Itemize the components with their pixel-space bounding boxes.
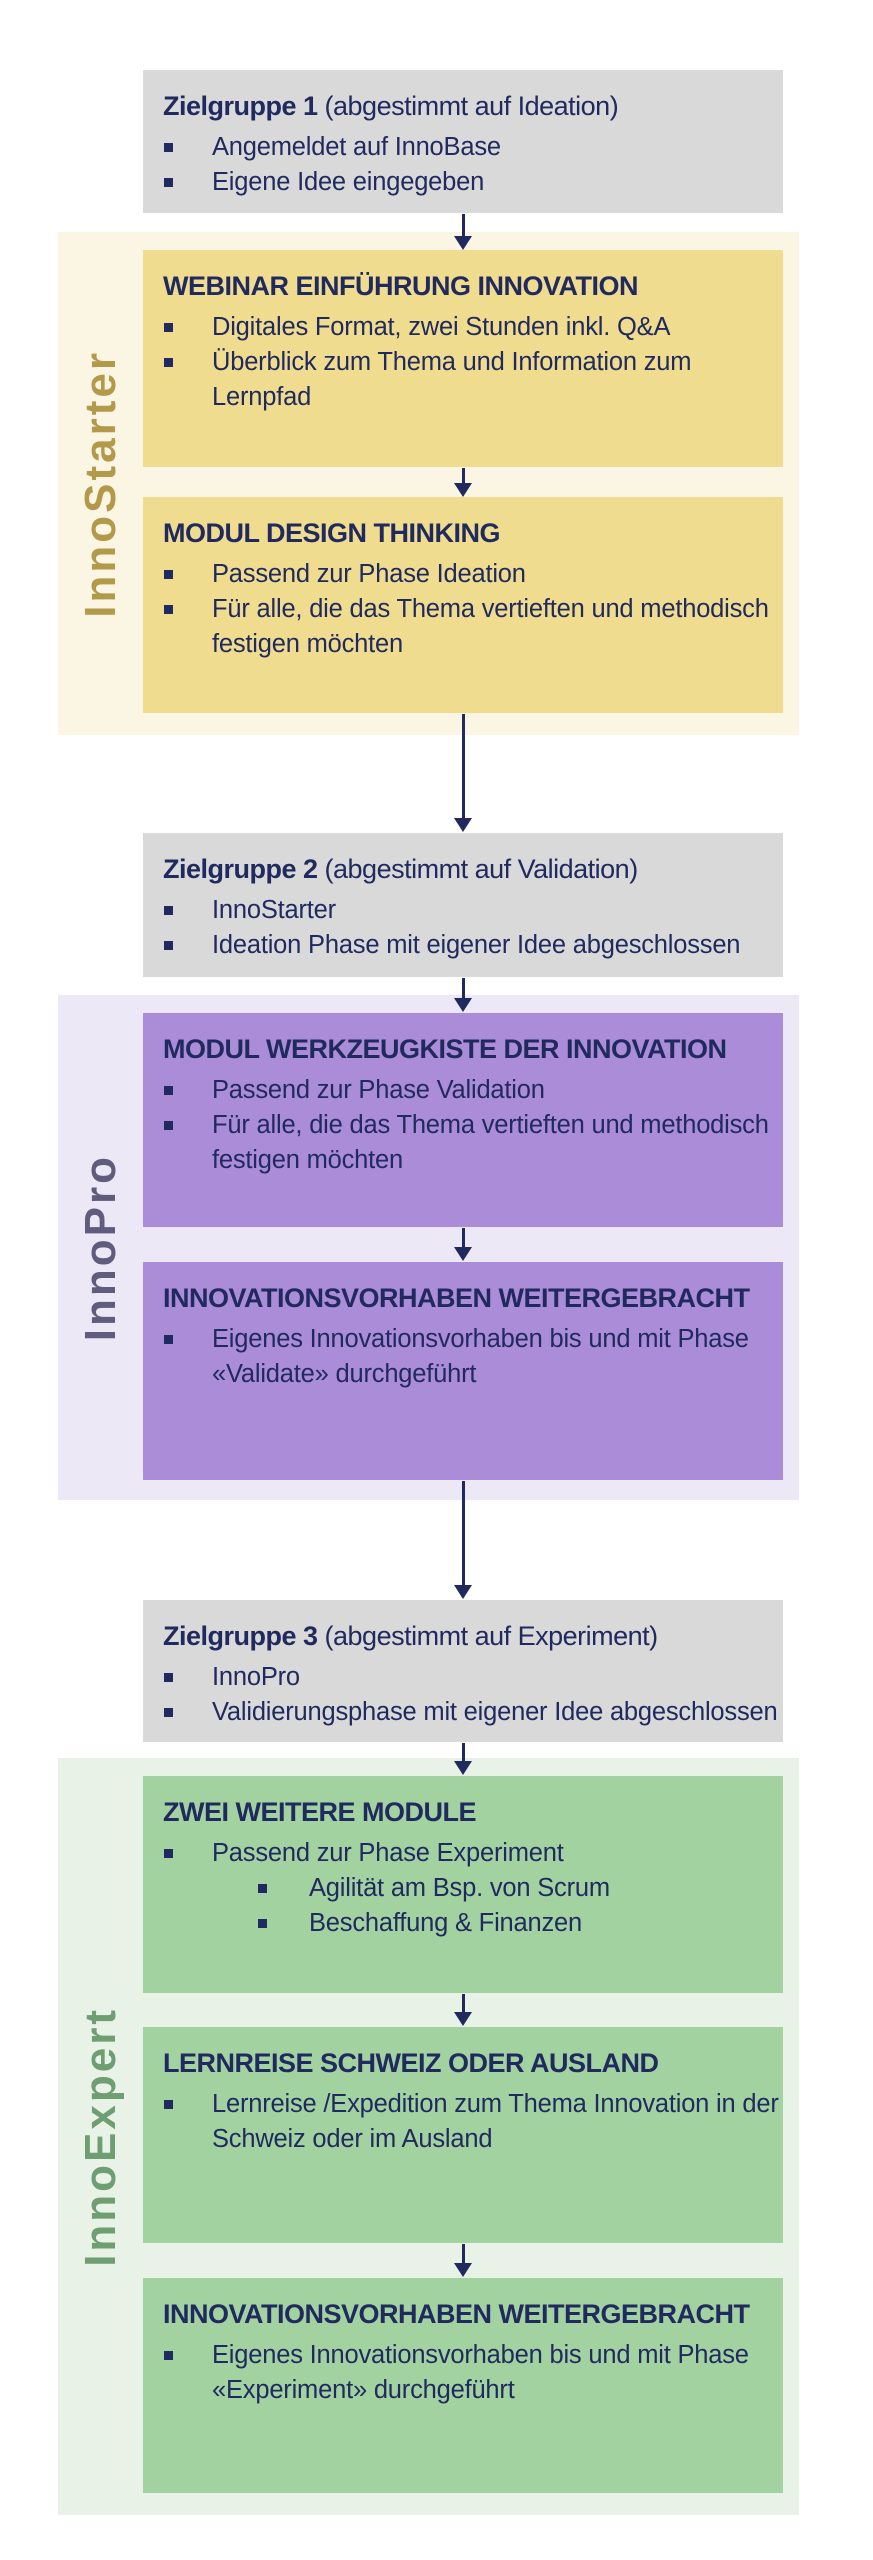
lernreise-box: LERNREISE SCHWEIZ ODER AUSLAND Lernreise… xyxy=(143,2027,783,2243)
flow-arrow xyxy=(450,1743,476,1775)
list-item: Für alle, die das Thema vertieften und m… xyxy=(163,1108,769,1178)
list-item: Passend zur Phase Experiment xyxy=(163,1836,769,1871)
list-item: Eigenes Innovationsvorhaben bis und mit … xyxy=(163,2338,769,2408)
bullet-square-icon xyxy=(164,323,173,332)
innopro-label-column: InnoPro xyxy=(58,995,143,1500)
list-item: Passend zur Phase Validation xyxy=(163,1073,769,1108)
target-group-3-title-bold: Zielgruppe 3 xyxy=(163,1621,318,1651)
target-group-1-title-bold: Zielgruppe 1 xyxy=(163,91,318,121)
target-group-3-box: Zielgruppe 3 (abgestimmt auf Experiment)… xyxy=(143,1600,783,1742)
bullet-square-icon xyxy=(164,143,173,152)
arrow-head-icon xyxy=(454,1247,472,1261)
list-item: Angemeldet auf InnoBase xyxy=(163,130,769,165)
list-item: Beschaffung & Finanzen xyxy=(257,1906,769,1941)
target-group-2-box: Zielgruppe 2 (abgestimmt auf Validation)… xyxy=(143,833,783,977)
bullet-square-icon xyxy=(164,1335,173,1344)
bullet-square-icon xyxy=(164,1849,173,1858)
list-item: InnoStarter xyxy=(163,893,769,928)
box-title: INNOVATIONSVORHABEN WEITERGEBRACHT xyxy=(163,2299,750,2329)
bullet-square-icon xyxy=(164,1673,173,1682)
webinar-einfuehrung-box: WEBINAR EINFÜHRUNG INNOVATION Digitales … xyxy=(143,250,783,467)
list-item: Agilität am Bsp. von Scrum xyxy=(257,1871,769,1906)
bullet-square-icon xyxy=(164,605,173,614)
target-group-2-title: Zielgruppe 2 (abgestimmt auf Validation) xyxy=(163,851,769,888)
list-item: Eigenes Innovationsvorhaben bis und mit … xyxy=(163,1322,769,1392)
innoexpert-section-label: InnoExpert xyxy=(75,2006,125,2267)
list-item: Digitales Format, zwei Stunden inkl. Q&A xyxy=(163,310,769,345)
bullet-square-icon xyxy=(164,1121,173,1130)
arrow-head-icon xyxy=(454,2012,472,2026)
box-title: LERNREISE SCHWEIZ ODER AUSLAND xyxy=(163,2048,659,2078)
innopro-section-label: InnoPro xyxy=(75,1153,125,1342)
flow-arrow xyxy=(450,978,476,1012)
box-title: WEBINAR EINFÜHRUNG INNOVATION xyxy=(163,271,638,301)
flow-arrow xyxy=(450,468,476,497)
innostarter-label-column: InnoStarter xyxy=(58,232,143,735)
list-item: Eigene Idee eingegeben xyxy=(163,165,769,200)
box-title: INNOVATIONSVORHABEN WEITERGEBRACHT xyxy=(163,1283,750,1313)
zwei-weitere-module-box: ZWEI WEITERE MODULE Passend zur Phase Ex… xyxy=(143,1776,783,1993)
target-group-1-bullets: Angemeldet auf InnoBase Eigene Idee eing… xyxy=(163,130,769,200)
target-group-3-title: Zielgruppe 3 (abgestimmt auf Experiment) xyxy=(163,1618,769,1655)
list-item: Validierungsphase mit eigener Idee abges… xyxy=(163,1695,778,1730)
innoexpert-label-column: InnoExpert xyxy=(58,1758,143,2515)
bullet-square-icon xyxy=(164,570,173,579)
bullet-square-icon xyxy=(164,2351,173,2360)
modul-design-thinking-box: MODUL DESIGN THINKING Passend zur Phase … xyxy=(143,497,783,713)
list-item: InnoPro xyxy=(163,1660,769,1695)
innovationsvorhaben-experiment-box: INNOVATIONSVORHABEN WEITERGEBRACHT Eigen… xyxy=(143,2278,783,2493)
bullet-square-icon xyxy=(164,1708,173,1717)
arrow-head-icon xyxy=(454,236,472,250)
flow-arrow xyxy=(450,1481,476,1599)
list-item: Ideation Phase mit eigener Idee abgeschl… xyxy=(163,928,769,963)
target-group-2-title-bold: Zielgruppe 2 xyxy=(163,854,318,884)
flow-arrow xyxy=(450,1228,476,1261)
arrow-head-icon xyxy=(454,1585,472,1599)
innostarter-section-label: InnoStarter xyxy=(75,349,125,618)
box-title: ZWEI WEITERE MODULE xyxy=(163,1797,476,1827)
flow-arrow xyxy=(450,1994,476,2026)
bullet-square-icon xyxy=(164,906,173,915)
target-group-2-bullets: InnoStarter Ideation Phase mit eigener I… xyxy=(163,893,769,963)
flow-arrow xyxy=(450,214,476,250)
target-group-1-box: Zielgruppe 1 (abgestimmt auf Ideation) A… xyxy=(143,70,783,213)
arrow-head-icon xyxy=(454,818,472,832)
bullet-square-icon xyxy=(258,1884,267,1893)
flow-arrow xyxy=(450,714,476,832)
bullet-square-icon xyxy=(258,1919,267,1928)
arrow-head-icon xyxy=(454,998,472,1012)
innovationsvorhaben-validate-box: INNOVATIONSVORHABEN WEITERGEBRACHT Eigen… xyxy=(143,1262,783,1480)
target-group-1-title: Zielgruppe 1 (abgestimmt auf Ideation) xyxy=(163,88,769,125)
arrow-head-icon xyxy=(454,2263,472,2277)
modul-werkzeugkiste-box: MODUL WERKZEUGKISTE DER INNOVATION Passe… xyxy=(143,1013,783,1227)
box-title: MODUL WERKZEUGKISTE DER INNOVATION xyxy=(163,1034,727,1064)
flow-arrow xyxy=(450,2244,476,2277)
target-group-1-title-rest: (abgestimmt auf Ideation) xyxy=(317,91,619,121)
target-group-3-bullets: InnoPro Validierungsphase mit eigener Id… xyxy=(163,1660,778,1730)
arrow-head-icon xyxy=(454,483,472,497)
bullet-square-icon xyxy=(164,2100,173,2109)
target-group-2-title-rest: (abgestimmt auf Validation) xyxy=(317,854,639,884)
bullet-square-icon xyxy=(164,358,173,367)
list-item: Überblick zum Thema und Information zum … xyxy=(163,345,769,415)
bullet-square-icon xyxy=(164,941,173,950)
arrow-head-icon xyxy=(454,1761,472,1775)
bullet-square-icon xyxy=(164,1086,173,1095)
target-group-3-title-rest: (abgestimmt auf Experiment) xyxy=(317,1621,659,1651)
bullet-square-icon xyxy=(164,178,173,187)
list-item: Passend zur Phase Ideation xyxy=(163,557,769,592)
list-item: Lernreise /Expedition zum Thema Innovati… xyxy=(163,2087,779,2157)
list-item: Für alle, die das Thema vertieften und m… xyxy=(163,592,769,662)
box-title: MODUL DESIGN THINKING xyxy=(163,518,501,548)
